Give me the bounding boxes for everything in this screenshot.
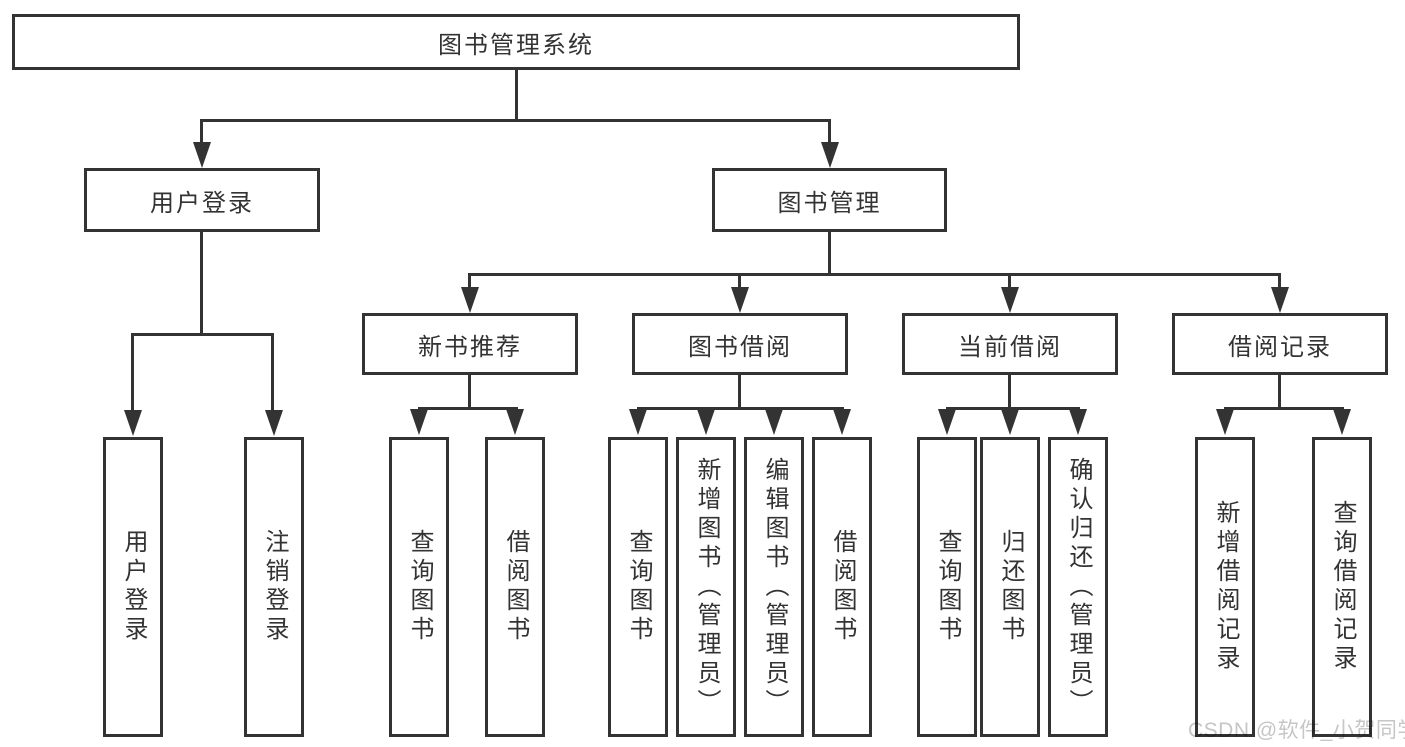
leaf-return-books: 归还图书	[980, 437, 1040, 737]
connector-book-management-trunk	[828, 232, 831, 276]
arrow-down-icon	[1069, 409, 1087, 435]
csdn-watermark: CSDN @软件_小贺同学	[1188, 719, 1405, 742]
connector-recommend-rail	[418, 407, 518, 410]
arrow-down-icon	[410, 409, 428, 435]
connector-stem-leaf	[271, 333, 274, 412]
arrow-down-icon	[124, 410, 142, 436]
leaf-add-books-admin-label: 新增图书（管理员）	[693, 456, 720, 718]
leaf-user-login-label: 用户登录	[120, 529, 147, 645]
connector-borrowing-rail	[637, 407, 844, 410]
connector-stem-book-management	[828, 119, 831, 145]
leaf-edit-books-admin-label: 编辑图书（管理员）	[761, 456, 788, 718]
arrow-down-icon	[821, 142, 839, 168]
node-root: 图书管理系统	[12, 14, 1020, 70]
leaf-query-borrow-record-label: 查询借阅记录	[1329, 500, 1356, 674]
arrow-down-icon	[629, 409, 647, 435]
leaf-recommend-query-books-label: 查询图书	[406, 529, 433, 645]
leaf-recommend-borrow-books-label: 借阅图书	[502, 529, 529, 645]
node-current-borrowing: 当前借阅	[902, 313, 1118, 375]
leaf-borrowing-query-books: 查询图书	[608, 437, 668, 737]
arrow-down-icon	[1271, 287, 1289, 313]
leaf-recommend-query-books: 查询图书	[389, 437, 449, 737]
node-new-book-recommend: 新书推荐	[362, 313, 578, 375]
arrow-down-icon	[731, 287, 749, 313]
connector-stem-l3	[1278, 273, 1281, 291]
leaf-logout: 注销登录	[244, 437, 304, 737]
arrow-down-icon	[461, 287, 479, 313]
node-current-borrowing-label: 当前借阅	[958, 333, 1062, 361]
connector-user-login-rail	[131, 333, 274, 336]
node-root-label: 图书管理系统	[438, 31, 594, 59]
arrow-down-icon	[193, 142, 211, 168]
arrow-down-icon	[697, 409, 715, 435]
arrow-down-icon	[506, 409, 524, 435]
node-book-borrowing: 图书借阅	[632, 313, 848, 375]
connector-stem-l3	[738, 273, 741, 291]
leaf-borrowing-query-books-label: 查询图书	[625, 529, 652, 645]
arrow-down-icon	[1333, 409, 1351, 435]
arrow-down-icon	[1216, 409, 1234, 435]
leaf-query-borrow-record: 查询借阅记录	[1312, 437, 1372, 737]
connector-root-trunk	[515, 69, 518, 121]
node-book-management-label: 图书管理	[777, 189, 882, 217]
connector-borrowing-trunk	[738, 375, 741, 410]
connector-records-trunk	[1278, 375, 1281, 410]
leaf-edit-books-admin: 编辑图书（管理员）	[744, 437, 804, 737]
node-book-borrowing-label: 图书借阅	[688, 333, 792, 361]
connector-current-rail	[946, 407, 1080, 410]
connector-current-trunk	[1008, 375, 1011, 410]
connector-stem-user-login	[200, 119, 203, 145]
leaf-return-books-label: 归还图书	[997, 529, 1024, 645]
node-user-login: 用户登录	[84, 168, 320, 232]
connector-level3-rail	[468, 273, 1281, 276]
arrow-down-icon	[265, 410, 283, 436]
node-borrow-records: 借阅记录	[1172, 313, 1388, 375]
connector-stem-l3	[468, 273, 471, 291]
arrow-down-icon	[1001, 409, 1019, 435]
leaf-add-books-admin: 新增图书（管理员）	[676, 437, 736, 737]
leaf-recommend-borrow-books: 借阅图书	[485, 437, 545, 737]
leaf-current-query-books-label: 查询图书	[934, 529, 961, 645]
leaf-current-query-books: 查询图书	[917, 437, 977, 737]
leaf-add-borrow-record-label: 新增借阅记录	[1212, 500, 1239, 674]
connector-level2-rail	[200, 119, 831, 122]
leaf-confirm-return-admin-label: 确认归还（管理员）	[1065, 456, 1092, 718]
arrow-down-icon	[765, 409, 783, 435]
arrow-down-icon	[833, 409, 851, 435]
node-borrow-records-label: 借阅记录	[1228, 333, 1332, 361]
leaf-logout-label: 注销登录	[261, 529, 288, 645]
node-new-book-recommend-label: 新书推荐	[418, 333, 522, 361]
leaf-confirm-return-admin: 确认归还（管理员）	[1048, 437, 1108, 737]
arrow-down-icon	[1001, 287, 1019, 313]
leaf-borrowing-borrow-books-label: 借阅图书	[829, 529, 856, 645]
connector-stem-l3	[1008, 273, 1011, 291]
arrow-down-icon	[938, 409, 956, 435]
connector-user-login-trunk	[200, 232, 203, 336]
leaf-user-login: 用户登录	[103, 437, 163, 737]
connector-recommend-trunk	[468, 375, 471, 410]
node-book-management: 图书管理	[712, 168, 947, 232]
connector-stem-leaf	[131, 333, 134, 412]
connector-records-rail	[1224, 407, 1344, 410]
leaf-add-borrow-record: 新增借阅记录	[1195, 437, 1255, 737]
node-user-login-label: 用户登录	[150, 189, 254, 217]
leaf-borrowing-borrow-books: 借阅图书	[812, 437, 872, 737]
